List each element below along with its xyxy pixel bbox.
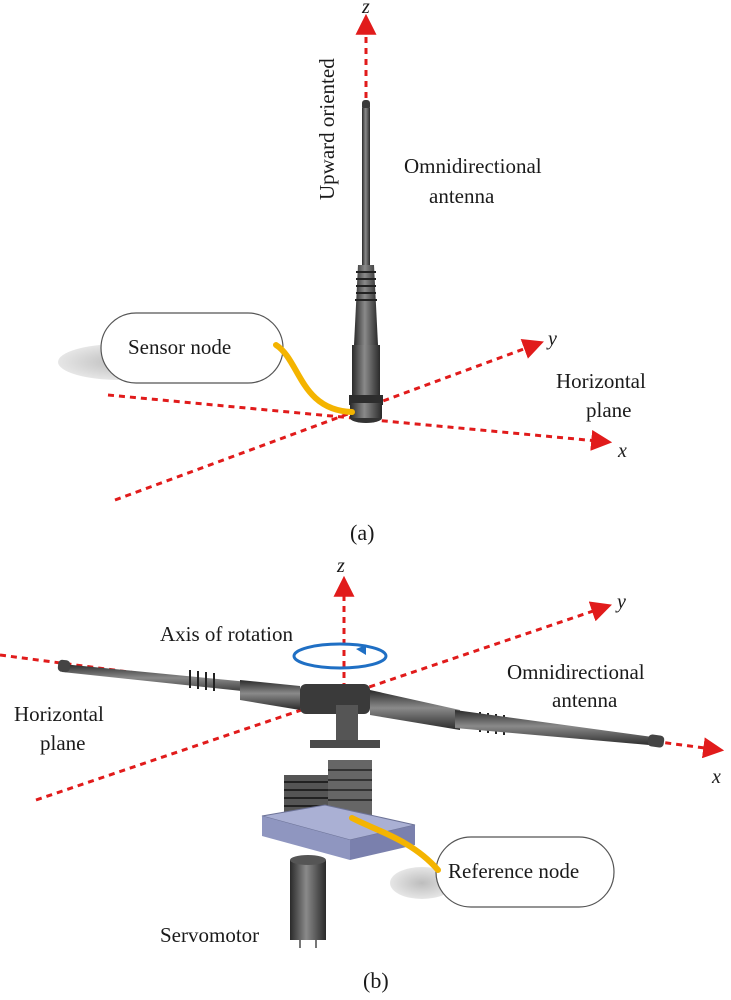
x-axis-a: [107, 393, 613, 451]
plane-label-a-line1: Horizontal: [556, 369, 646, 393]
axis-of-rotation-label: Axis of rotation: [160, 622, 293, 646]
x-axis-label-b: x: [711, 766, 721, 788]
servomotor-label: Servomotor: [160, 923, 259, 947]
y-axis-a: [114, 338, 544, 502]
antenna-label-a-line2: antenna: [429, 184, 495, 208]
reference-node-cable: [349, 815, 441, 873]
y-axis-label-b: y: [615, 591, 626, 613]
rotation-arrow: [292, 642, 388, 670]
caption-a: (a): [350, 520, 374, 545]
upward-oriented-label: Upward oriented: [315, 58, 339, 200]
sensor-node-label: Sensor node: [128, 335, 231, 359]
z-axis-label-a: z: [361, 0, 370, 18]
omnidirectional-antenna-b: [57, 659, 665, 748]
sensor-node-cable: [273, 342, 355, 415]
plane-label-b-line1: Horizontal: [14, 702, 104, 726]
servomotor-body: [290, 860, 326, 940]
x-axis-label-a: x: [617, 440, 627, 462]
reference-node-label: Reference node: [448, 859, 579, 883]
caption-b: (b): [363, 968, 389, 993]
antenna-label-b-line1: Omnidirectional: [507, 660, 645, 684]
rotation-arrowhead: [356, 645, 366, 655]
z-axis-label-b: z: [336, 555, 345, 577]
panel-b: z y x Axis of rotation Omnidirectional a…: [0, 555, 725, 993]
antenna-label-a-line1: Omnidirectional: [404, 154, 542, 178]
plane-label-b-line2: plane: [40, 731, 85, 755]
antenna-label-b-line2: antenna: [552, 688, 618, 712]
y-axis-label-a: y: [546, 328, 557, 350]
omnidirectional-antenna-a: [349, 100, 383, 423]
servo-assembly: [261, 705, 416, 948]
plane-label-a-line2: plane: [586, 398, 631, 422]
panel-a: z y x Upward oriented Omnidirectional an…: [58, 0, 646, 545]
